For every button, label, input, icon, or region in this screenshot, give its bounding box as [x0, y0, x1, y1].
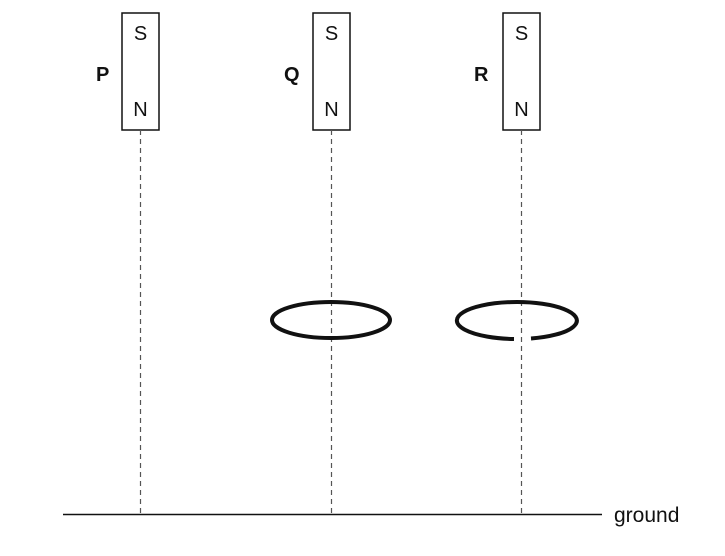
magnet-q-bar — [312, 12, 351, 131]
magnet-q-north-pole: N — [324, 99, 338, 121]
magnet-p: S N P — [96, 12, 160, 514]
magnet-r: S N R — [454, 12, 579, 514]
ring-q-complete — [270, 300, 392, 340]
magnet-r-bar — [502, 12, 541, 131]
magnet-p-north-pole: N — [133, 99, 147, 121]
magnet-p-label: P — [96, 64, 109, 86]
ground-label: ground — [614, 504, 679, 527]
magnet-r-south-pole: S — [515, 23, 528, 45]
magnet-q-south-pole: S — [325, 23, 338, 45]
magnet-p-bar — [121, 12, 160, 131]
ring-r-split — [454, 300, 579, 341]
magnet-r-label: R — [474, 64, 489, 86]
magnet-q-label: Q — [284, 64, 300, 86]
magnet-p-south-pole: S — [134, 23, 147, 45]
magnet-r-north-pole: N — [514, 99, 528, 121]
magnet-q: S N Q — [270, 12, 392, 514]
